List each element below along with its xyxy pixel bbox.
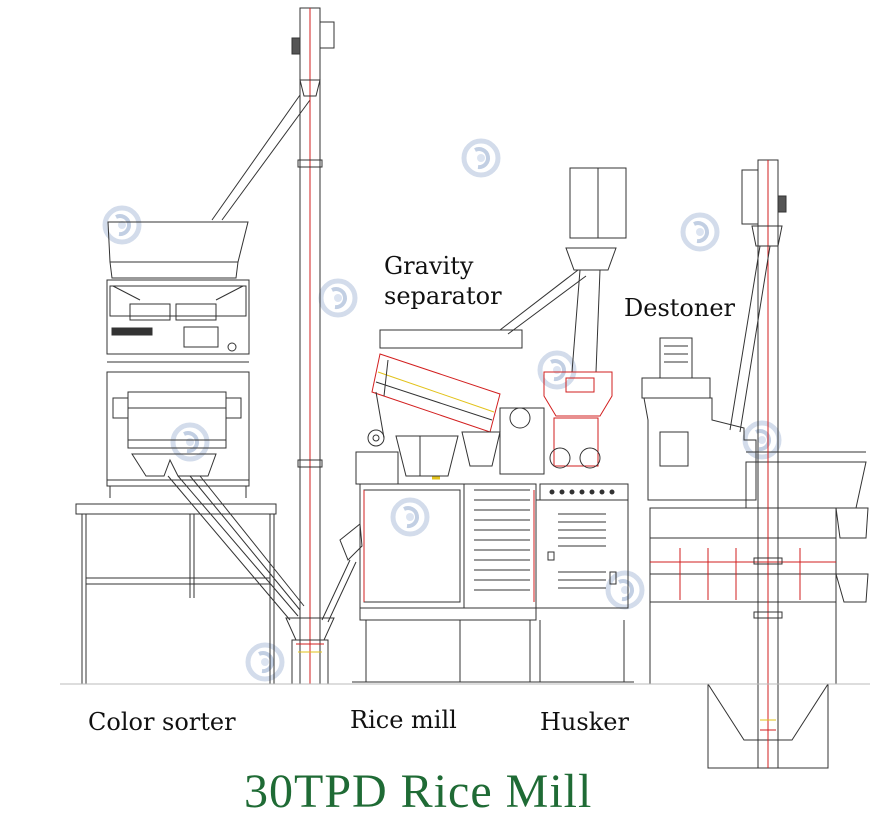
label-husker: Husker bbox=[540, 708, 629, 736]
label-gravity-separator-line1: Gravity bbox=[384, 252, 474, 280]
color-sorter-machine bbox=[75, 221, 305, 684]
husker-machine bbox=[499, 167, 629, 682]
bucket-elevator-2 bbox=[729, 159, 787, 769]
destoner-machine bbox=[641, 337, 869, 769]
label-color-sorter: Color sorter bbox=[88, 708, 236, 736]
label-rice-mill: Rice mill bbox=[350, 706, 457, 734]
bucket-elevator-1 bbox=[285, 7, 335, 685]
diagram-title: 30TPD Rice Mill bbox=[244, 765, 593, 818]
rice-mill-machine bbox=[321, 269, 634, 683]
label-gravity-separator-line2: separator bbox=[384, 282, 502, 310]
label-destoner: Destoner bbox=[624, 294, 735, 322]
feed-pipe bbox=[211, 94, 301, 221]
